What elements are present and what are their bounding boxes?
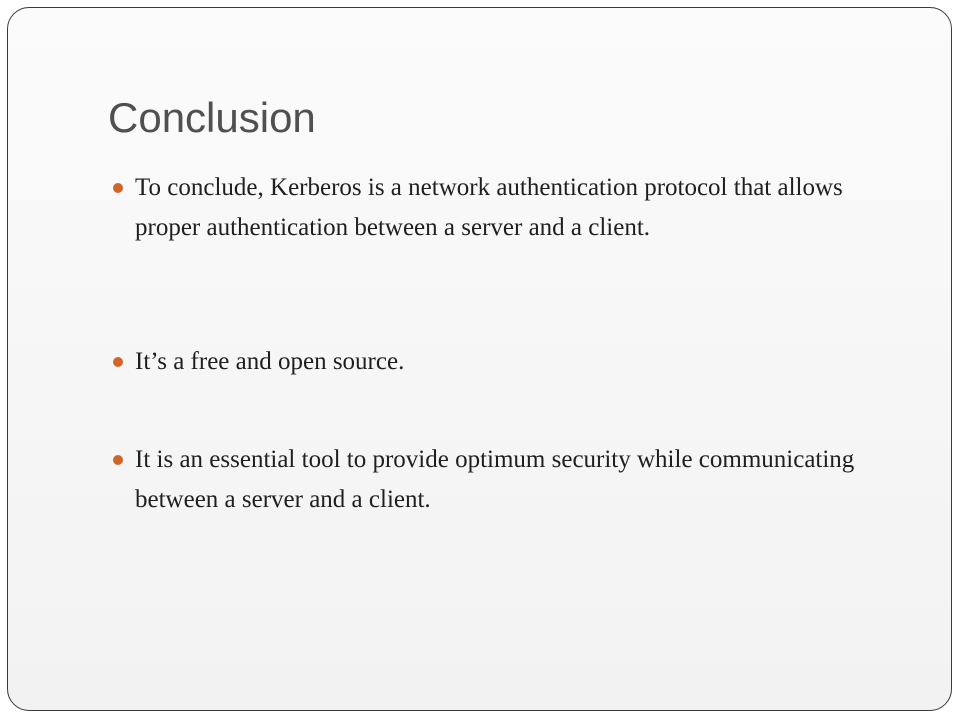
bullet-dot-icon <box>113 357 123 367</box>
bullet-text: To conclude, Kerberos is a network authe… <box>135 174 843 241</box>
bullet-item: To conclude, Kerberos is a network authe… <box>113 168 895 248</box>
slide-frame: Conclusion To conclude, Kerberos is a ne… <box>7 7 952 711</box>
bullet-item: It’s a free and open source. <box>113 342 895 382</box>
bullet-text: It’s a free and open source. <box>135 348 405 375</box>
bullet-text: It is an essential tool to provide optim… <box>135 446 855 513</box>
bullet-item: It is an essential tool to provide optim… <box>113 440 895 520</box>
slide-title: Conclusion <box>108 94 316 141</box>
bullet-dot-icon <box>113 183 123 193</box>
bullet-dot-icon <box>113 455 123 465</box>
